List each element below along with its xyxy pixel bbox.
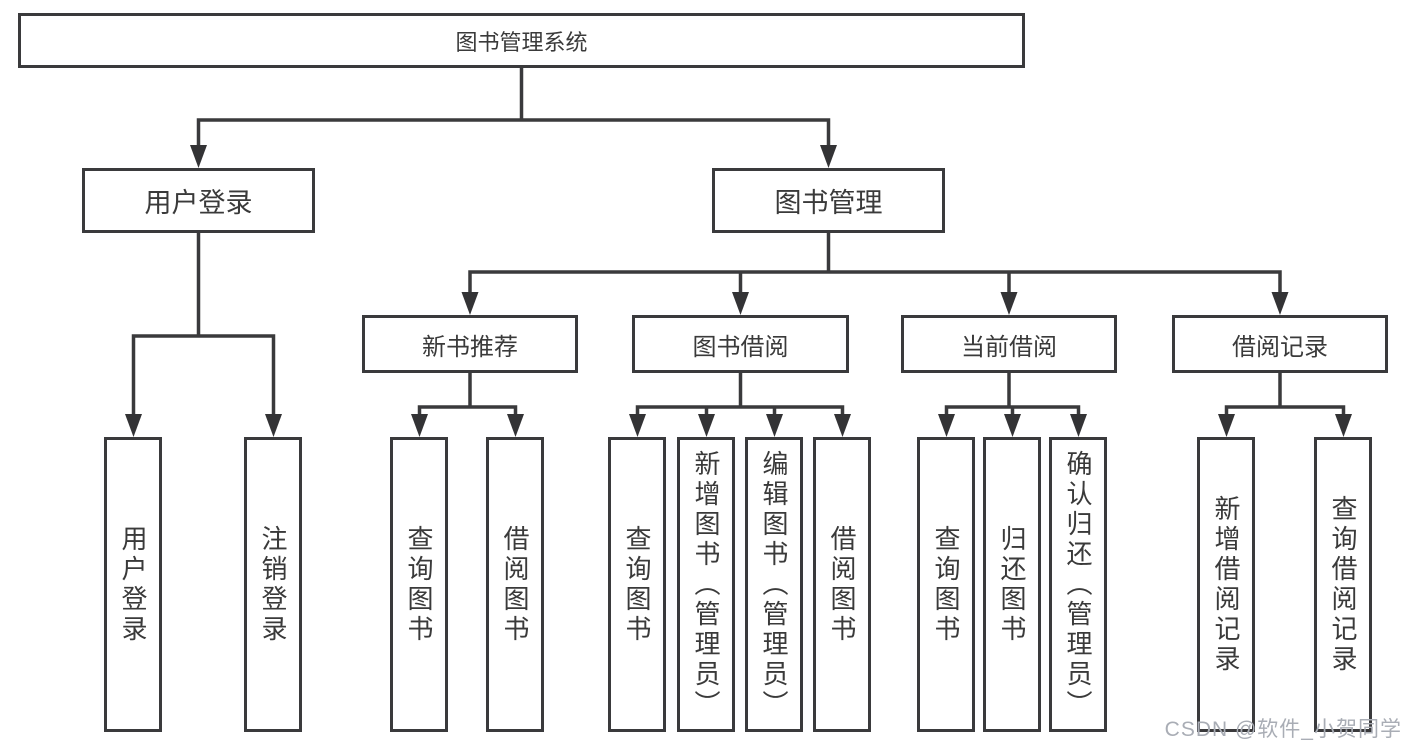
leaf-borrow-books: 借阅图书 [486,437,544,732]
leaf-query-books: 查询图书 [917,437,975,732]
arrowhead-down-icon [820,145,837,168]
leaf-add-books-admin: 新增图书（管理员） [677,437,735,732]
node-library-management-system: 图书管理系统 [18,13,1025,68]
arrowhead-down-icon [411,414,428,437]
arrowhead-down-icon [1070,414,1087,437]
arrowhead-down-icon [265,414,282,437]
leaf-return-books: 归还图书 [983,437,1041,732]
leaf-add-borrow-record-label: 新增借阅记录 [1211,494,1241,675]
leaf-query-books-label: 查询图书 [931,524,961,645]
node-borrowing-records: 借阅记录 [1172,315,1388,373]
arrowhead-down-icon [1218,414,1235,437]
watermark: CSDN @软件_小贺同学 [1164,718,1402,741]
leaf-add-borrow-record: 新增借阅记录 [1197,437,1255,732]
leaf-confirm-return-admin-label: 确认归还（管理员） [1063,449,1093,720]
leaf-confirm-return-admin: 确认归还（管理员） [1049,437,1107,732]
arrowhead-down-icon [698,414,715,437]
arrowhead-down-icon [125,414,142,437]
arrowhead-down-icon [766,414,783,437]
leaf-borrow-books: 借阅图书 [813,437,871,732]
leaf-user-login: 用户登录 [104,437,162,732]
connector-path [131,68,1346,421]
leaf-logout: 注销登录 [244,437,302,732]
arrowhead-down-icon [461,292,479,315]
node-new-book-recommendation: 新书推荐 [362,315,578,373]
arrowhead-down-icon [732,292,749,315]
leaf-query-books: 查询图书 [390,437,448,732]
arrowhead-down-icon [1004,414,1021,437]
node-book-management: 图书管理 [712,168,945,233]
arrowhead-down-icon [507,414,524,437]
leaf-query-books-label: 查询图书 [622,524,652,645]
leaf-edit-books-admin: 编辑图书（管理员） [745,437,803,732]
arrowhead-down-icon [938,414,955,437]
leaf-logout-label: 注销登录 [258,524,288,645]
leaf-query-books: 查询图书 [608,437,666,732]
leaf-borrow-books-label: 借阅图书 [500,524,530,645]
node-user-login: 用户登录 [82,168,315,233]
arrowhead-down-icon [1335,414,1352,437]
node-current-borrowing: 当前借阅 [901,315,1117,373]
leaf-query-books-label: 查询图书 [404,524,434,645]
arrowhead-down-icon [190,145,207,168]
leaf-user-login-label: 用户登录 [118,524,148,645]
leaf-borrow-books-label: 借阅图书 [827,524,857,645]
arrowhead-down-icon [834,414,851,437]
leaf-return-books-label: 归还图书 [997,524,1027,645]
node-book-borrowing: 图书借阅 [632,315,849,373]
leaf-add-books-admin-label: 新增图书（管理员） [691,449,721,720]
arrowhead-down-icon [629,414,646,437]
arrowhead-group [125,145,1352,437]
arrowhead-down-icon [1000,292,1018,315]
leaf-query-borrow-record-label: 查询借阅记录 [1328,494,1358,675]
leaf-query-borrow-record: 查询借阅记录 [1314,437,1372,732]
arrowhead-down-icon [1271,292,1289,315]
leaf-edit-books-admin-label: 编辑图书（管理员） [759,449,789,720]
